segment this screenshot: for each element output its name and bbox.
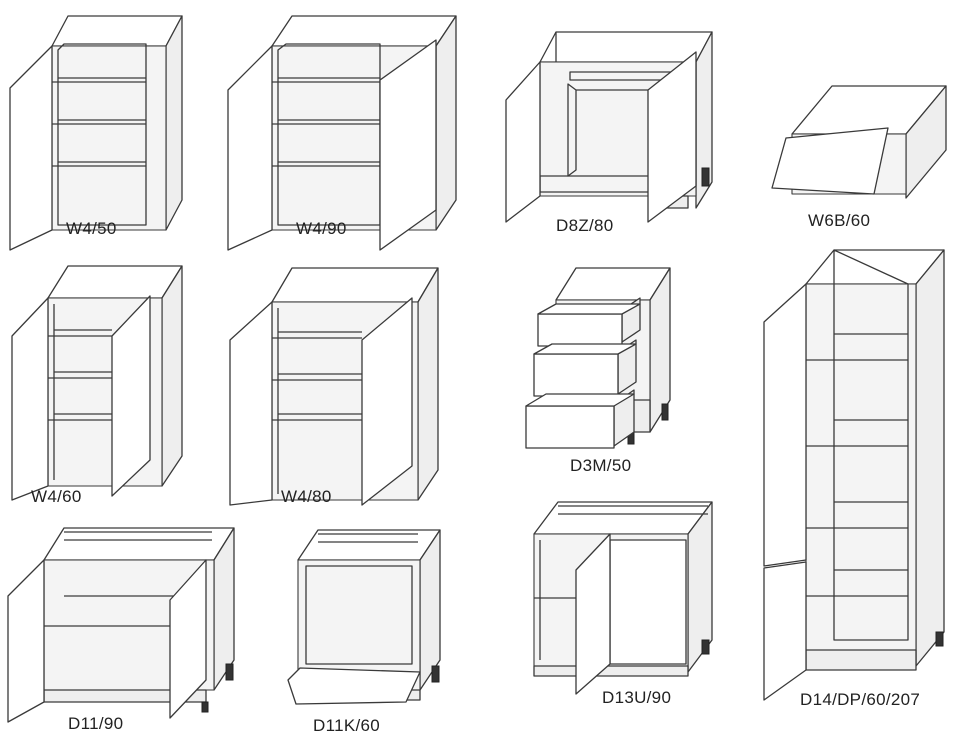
label-w4-90: W4/90 — [296, 219, 347, 238]
door-lower — [763, 561, 807, 701]
cabinet-d13u-90 — [533, 501, 713, 695]
cabinet-w4-90 — [227, 15, 457, 251]
label-d8z-80: D8Z/80 — [556, 216, 614, 235]
drawer-bottom — [525, 389, 635, 449]
cabinet-d11k-60 — [287, 529, 441, 705]
label-d13u-90: D13U/90 — [602, 688, 672, 707]
label-w6b-60: W6B/60 — [808, 211, 871, 230]
label-w4-50: W4/50 — [66, 219, 117, 238]
label-d11-90: D11/90 — [68, 714, 124, 733]
label-w4-60: W4/60 — [31, 487, 82, 506]
cabinet-w4-50 — [9, 15, 183, 251]
cabinet-w4-80 — [229, 267, 439, 506]
flap-door — [287, 667, 421, 705]
cabinet-d8z-80 — [505, 31, 713, 223]
label-w4-80: W4/80 — [281, 487, 332, 506]
drawer-middle — [533, 339, 637, 397]
cabinet-w4-60 — [11, 265, 183, 501]
cabinet-d3m-50 — [525, 267, 671, 449]
door-left — [9, 45, 53, 251]
cabinet-d11-90 — [7, 527, 235, 723]
label-d11k-60: D11K/60 — [313, 716, 380, 735]
drawer-top — [537, 297, 641, 347]
label-d14-dp-60-207: D14/DP/60/207 — [800, 690, 921, 709]
cabinet-d14-dp-60-207 — [763, 249, 945, 701]
cabinet-w6b-60 — [771, 85, 947, 199]
door-upper — [763, 283, 807, 567]
label-d3m-50: D3M/50 — [570, 456, 632, 475]
